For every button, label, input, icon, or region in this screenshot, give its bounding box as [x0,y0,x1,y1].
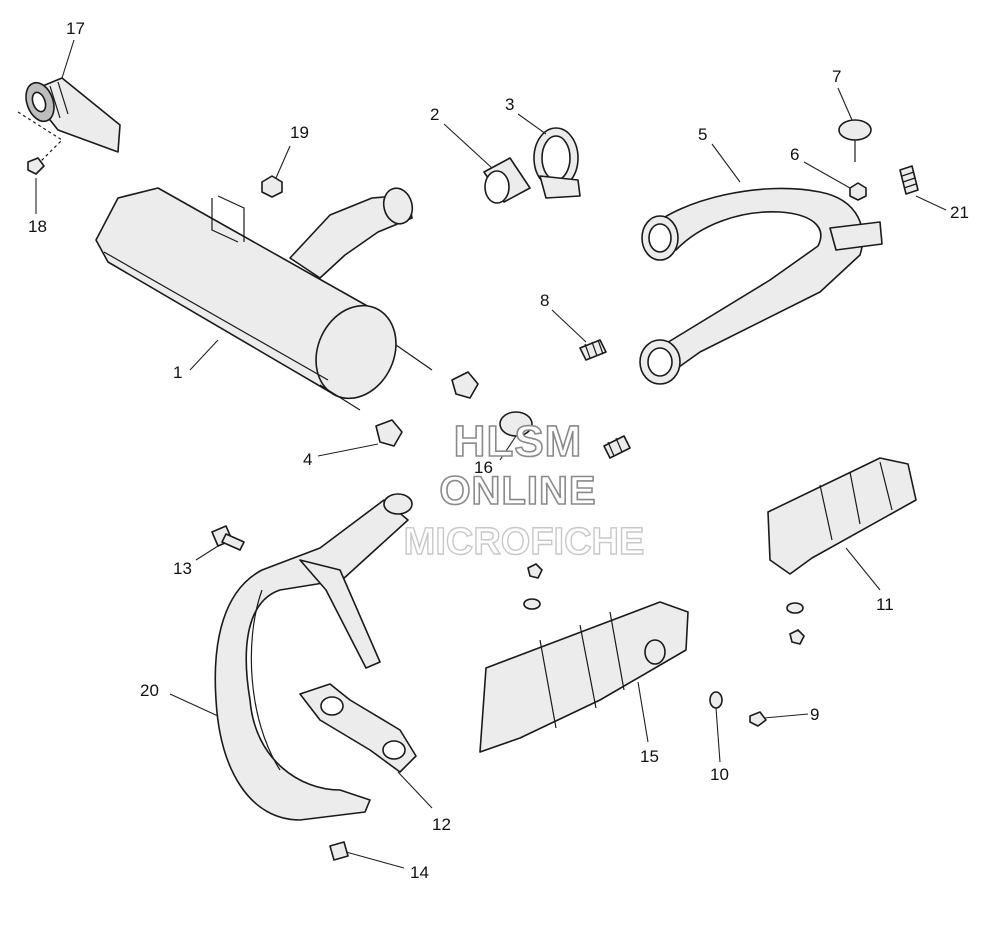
callout-20: 20 [140,681,159,700]
part-15-heat-shield [479,601,689,753]
part-6-nut [849,182,867,201]
callout-16: 16 [474,458,493,477]
watermark: HLSM ONLINE MICROFICHE [403,416,645,564]
callout-11: 11 [876,595,894,614]
part-14-bolt [329,841,349,861]
callout-3: 3 [505,95,514,114]
part-1-muffler [95,187,433,411]
part-21-spring [899,165,919,195]
callout-14: 14 [410,863,429,882]
watermark-line-2: ONLINE [439,469,596,513]
part-12-gasket [299,683,417,773]
callout-15: 15 [640,747,659,766]
callout-17: 17 [66,19,85,38]
callout-13: 13 [173,559,192,578]
callout-21: 21 [950,203,969,222]
callout-18: 18 [28,217,47,236]
part-13-bolt [211,525,245,551]
callout-12: 12 [432,815,451,834]
callout-10: 10 [710,765,729,784]
part-fasteners-right [523,563,805,727]
callout-1: 1 [173,363,182,382]
callout-19: 19 [290,123,309,142]
leader-lines [35,39,947,869]
part-8-spring [579,339,607,361]
callout-4: 4 [303,450,312,469]
part-3-clamp [533,127,581,199]
part-20-exhaust-header [214,493,413,821]
part-2-sleeve [483,157,531,204]
watermark-line-1: HLSM [454,417,583,466]
part-5-header-pipe [639,187,883,385]
part-11-heat-shield [767,457,917,575]
callout-8: 8 [540,291,549,310]
part-19-nut [261,175,283,198]
part-16-clamp [499,411,631,459]
part-17-spark-arrestor [17,77,121,163]
callout-5: 5 [698,125,707,144]
callout-labels: 17 18 19 2 3 1 4 7 6 5 21 8 16 11 13 20 … [28,19,969,882]
watermark-line-3: MICROFICHE [404,521,645,563]
part-4-grommet [375,371,479,447]
callout-2: 2 [430,105,439,124]
callout-9: 9 [810,705,819,724]
callout-6: 6 [790,145,799,164]
part-7-bumper [838,119,872,162]
part-18-screw [27,157,45,175]
callout-7: 7 [832,67,841,86]
